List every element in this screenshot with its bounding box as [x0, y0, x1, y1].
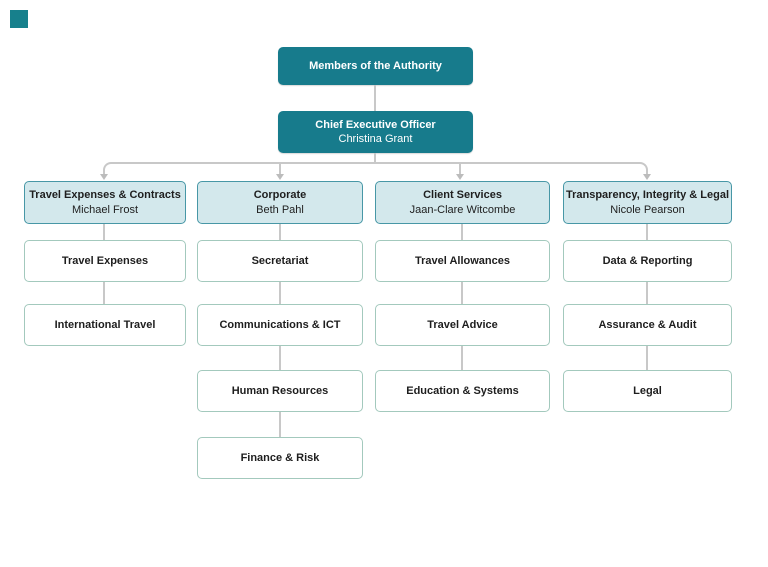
connector-line — [646, 282, 648, 304]
node-unit-education-systems: Education & Systems — [375, 370, 550, 412]
connector-line — [461, 282, 463, 304]
node-title: Travel Expenses & Contracts — [29, 189, 181, 202]
connector-arrow-down-icon — [643, 174, 651, 180]
node-unit-finance-risk: Finance & Risk — [197, 437, 363, 479]
node-dept-travel-expenses-contracts: Travel Expenses & Contracts Michael Fros… — [24, 181, 186, 224]
connector-line — [279, 346, 281, 370]
corner-accent-square — [10, 10, 28, 28]
node-dept-corporate: Corporate Beth Pahl — [197, 181, 363, 224]
connector-arrow-down-icon — [100, 174, 108, 180]
node-title: Human Resources — [231, 384, 329, 397]
node-unit-assurance-audit: Assurance & Audit — [563, 304, 732, 346]
node-person-name: Christina Grant — [338, 133, 413, 145]
connector-line-root-ceo — [374, 85, 376, 111]
connector-line — [646, 224, 648, 240]
connector-arrow-down-icon — [456, 174, 464, 180]
node-title: Data & Reporting — [602, 254, 693, 267]
node-title: Members of the Authority — [309, 59, 442, 72]
node-person-name: Beth Pahl — [256, 203, 304, 216]
node-title: Travel Advice — [427, 318, 498, 331]
node-unit-legal: Legal — [563, 370, 732, 412]
connector-drop-client-services — [459, 163, 461, 174]
node-dept-transparency-integrity-legal: Transparency, Integrity & Legal Nicole P… — [563, 181, 732, 224]
node-title: International Travel — [54, 318, 156, 331]
connector-line-ceo-rail — [374, 153, 376, 163]
connector-rail — [103, 162, 648, 175]
node-person-name: Jaan-Clare Witcombe — [409, 203, 516, 216]
connector-line — [279, 412, 281, 437]
connector-line — [103, 224, 105, 240]
node-unit-data-reporting: Data & Reporting — [563, 240, 732, 282]
node-unit-human-resources: Human Resources — [197, 370, 363, 412]
node-unit-secretariat: Secretariat — [197, 240, 363, 282]
node-unit-communications-ict: Communications & ICT — [197, 304, 363, 346]
connector-arrow-down-icon — [276, 174, 284, 180]
node-unit-travel-allowances: Travel Allowances — [375, 240, 550, 282]
node-unit-travel-expenses: Travel Expenses — [24, 240, 186, 282]
connector-line — [646, 346, 648, 370]
node-title: Legal — [633, 384, 662, 397]
node-unit-international-travel: International Travel — [24, 304, 186, 346]
node-chief-executive-officer: Chief Executive Officer Christina Grant — [278, 111, 473, 153]
node-title: Assurance & Audit — [598, 318, 697, 331]
node-title: Finance & Risk — [240, 451, 320, 464]
node-title: Secretariat — [251, 254, 309, 267]
connector-drop-corporate — [279, 163, 281, 174]
node-members-of-authority: Members of the Authority — [278, 47, 473, 85]
connector-line — [279, 224, 281, 240]
node-title: Client Services — [423, 189, 502, 202]
node-title: Travel Allowances — [415, 254, 510, 267]
connector-line — [279, 282, 281, 304]
node-title: Travel Expenses — [61, 254, 149, 267]
node-title: Education & Systems — [406, 384, 519, 397]
node-person-name: Nicole Pearson — [610, 203, 685, 216]
node-title: Transparency, Integrity & Legal — [565, 189, 729, 202]
node-dept-client-services: Client Services Jaan-Clare Witcombe — [375, 181, 550, 224]
node-person-name: Michael Frost — [71, 203, 139, 216]
connector-line — [461, 346, 463, 370]
connector-line — [461, 224, 463, 240]
node-title: Chief Executive Officer — [315, 118, 436, 131]
node-title: Communications & ICT — [219, 318, 341, 331]
node-title: Corporate — [253, 189, 307, 202]
connector-line — [103, 282, 105, 304]
node-unit-travel-advice: Travel Advice — [375, 304, 550, 346]
